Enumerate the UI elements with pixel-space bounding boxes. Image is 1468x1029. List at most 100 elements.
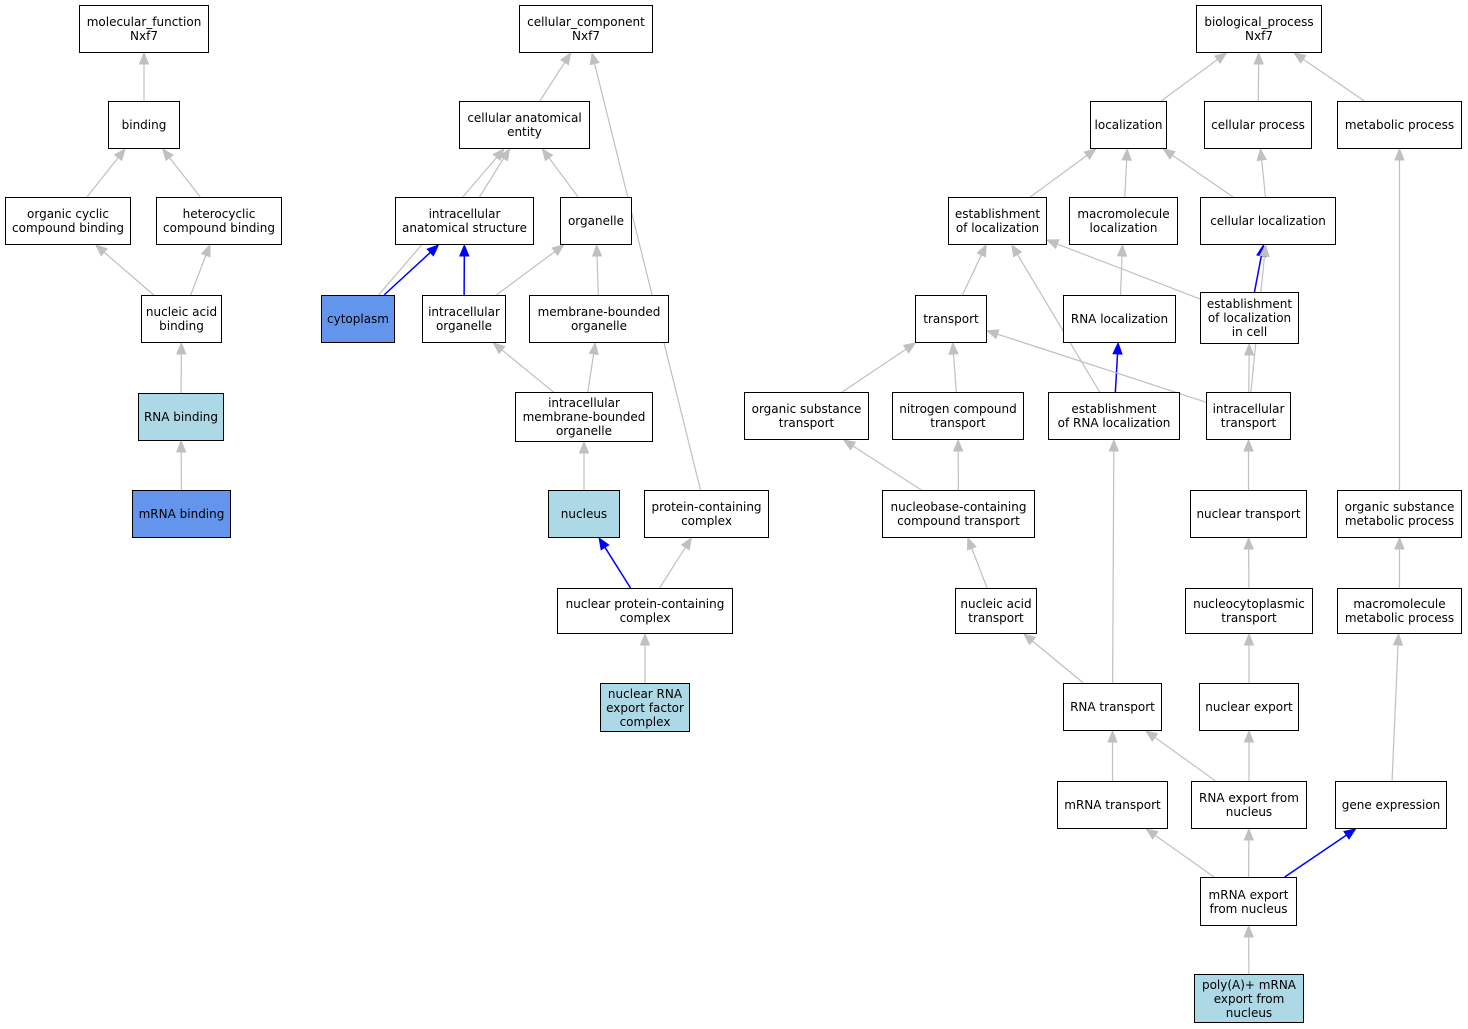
edge-cellular_process-to-bp_root — [1253, 51, 1264, 102]
edge-line — [852, 445, 922, 491]
edge-line — [190, 255, 207, 296]
node-protein-containing-complex[interactable]: protein-containing complex — [644, 490, 769, 538]
node-rna-localization[interactable]: RNA localization — [1063, 295, 1176, 343]
edge-heterocyclic-to-binding — [161, 147, 201, 198]
node-polya-mrna-export-from-nucleus[interactable]: poly(A)+ mRNA export from nucleus — [1194, 974, 1304, 1023]
edge-line — [604, 546, 632, 589]
edge-line — [1124, 159, 1128, 198]
node-macromolecule-metabolic-process[interactable]: macromolecule metabolic process — [1337, 588, 1462, 634]
node-macromolecule-localization[interactable]: macromolecule localization — [1069, 197, 1178, 245]
edge-line — [1391, 644, 1399, 782]
edge-arrowhead — [1243, 729, 1255, 743]
edge-intra_transport-to-est_loc_in_cell — [1243, 342, 1255, 393]
node-intracellular-anatomical-structure[interactable]: intracellular anatomical structure — [395, 197, 534, 245]
node-mrna-transport[interactable]: mRNA transport — [1057, 781, 1168, 829]
node-cellular-process[interactable]: cellular process — [1204, 101, 1312, 149]
edge-line — [169, 157, 201, 198]
node-gene-expression[interactable]: gene expression — [1335, 781, 1447, 829]
edge-gene_expression-to-macro_metabolic — [1391, 632, 1404, 782]
node-rna-export-from-nucleus[interactable]: RNA export from nucleus — [1191, 781, 1307, 829]
node-cytoplasm[interactable]: cytoplasm — [321, 295, 395, 343]
edge-arrowhead — [598, 536, 610, 551]
node-molecular-function-root[interactable]: molecular_function Nxf7 — [79, 5, 209, 53]
node-transport[interactable]: transport — [915, 295, 987, 343]
edge-rna_transport-to-nucleic_acid_transport — [1022, 633, 1084, 684]
node-establishment-of-localization[interactable]: establishment of localization — [948, 197, 1047, 245]
edge-arrowhead — [1083, 148, 1097, 161]
edge-arrowhead — [1108, 438, 1120, 452]
edge-arrowhead — [1259, 243, 1270, 257]
node-nuclear-rna-export-factor-complex[interactable]: nuclear RNA export factor complex — [600, 683, 690, 732]
edge-arrowhead — [588, 341, 599, 356]
node-nucleus[interactable]: nucleus — [548, 490, 620, 538]
edge-arrowhead — [578, 440, 590, 454]
edge-line — [1029, 155, 1088, 198]
edge-arrowhead — [560, 51, 572, 66]
edge-organelle-to-cell_anat — [541, 147, 579, 198]
node-rna-binding[interactable]: RNA binding — [138, 393, 224, 441]
edge-intra_organelle-to-organelle — [495, 244, 565, 296]
node-organic-substance-metabolic-process[interactable]: organic substance metabolic process — [1337, 490, 1462, 538]
edge-nucleic_acid_binding-to-heterocyclic — [190, 243, 211, 296]
edge-nucleus-to-intra_mem_organelle — [578, 440, 590, 490]
edge-line — [1057, 243, 1201, 300]
node-cellular-anatomical-entity[interactable]: cellular anatomical entity — [459, 101, 590, 149]
edge-rna_localization-to-macro_localization — [1116, 243, 1128, 296]
node-organic-cyclic-compound-binding[interactable]: organic cyclic compound binding — [5, 197, 131, 245]
edge-arrowhead — [591, 243, 603, 257]
edge-rna_export_nucleus-to-nuclear_export — [1243, 729, 1255, 781]
edge-nuc_protein_complex-to-nucleus — [598, 536, 632, 589]
edge-protein_complex-to-cc_root — [589, 51, 702, 491]
edge-arrowhead — [1343, 828, 1357, 840]
edge-line — [1016, 254, 1101, 393]
node-establishment-of-rna-localization[interactable]: establishment of RNA localization — [1048, 392, 1180, 440]
node-intracellular-transport[interactable]: intracellular transport — [1206, 392, 1291, 440]
node-cellular-localization[interactable]: cellular localization — [1200, 197, 1336, 245]
node-nitrogen-compound-transport[interactable]: nitrogen compound transport — [892, 392, 1024, 440]
node-intracellular-membrane-bounded-organelle[interactable]: intracellular membrane-bounded organelle — [515, 392, 653, 442]
edge-line — [1284, 834, 1347, 878]
edge-arrowhead — [967, 536, 977, 551]
edge-nucleobase_transport-to-org_sub_transport — [842, 439, 922, 491]
edge-arrowhead — [1243, 827, 1255, 841]
edge-arrowhead — [948, 341, 959, 355]
edge-arrowhead — [200, 243, 211, 258]
node-intracellular-organelle[interactable]: intracellular organelle — [422, 295, 506, 343]
node-binding[interactable]: binding — [108, 101, 180, 149]
node-organic-substance-transport[interactable]: organic substance transport — [744, 392, 869, 440]
edge-arrowhead — [492, 342, 506, 355]
node-nuclear-protein-containing-complex[interactable]: nuclear protein-containing complex — [557, 588, 733, 634]
edge-mrna_transport-to-rna_transport — [1107, 729, 1118, 781]
node-metabolic-process[interactable]: metabolic process — [1337, 101, 1462, 149]
node-membrane-bounded-organelle[interactable]: membrane-bounded organelle — [529, 295, 669, 343]
edge-arrowhead — [1112, 341, 1123, 355]
node-biological-process-root[interactable]: biological_process Nxf7 — [1196, 5, 1322, 53]
node-heterocyclic-compound-binding[interactable]: heterocyclic compound binding — [156, 197, 282, 245]
edge-nucleic_acid_transport-to-nucleobase_transport — [967, 536, 988, 589]
node-nucleobase-containing-compound-transport[interactable]: nucleobase-containing compound transport — [882, 490, 1035, 538]
node-localization[interactable]: localization — [1090, 101, 1167, 149]
edge-cytoplasm-to-intra_anat — [383, 244, 440, 296]
node-mrna-export-from-nucleus[interactable]: mRNA export from nucleus — [1200, 877, 1297, 926]
edge-rna_export_nucleus-to-rna_transport — [1144, 730, 1216, 782]
node-nucleocytoplasmic-transport[interactable]: nucleocytoplasmic transport — [1185, 588, 1313, 634]
node-nuclear-transport[interactable]: nuclear transport — [1190, 490, 1307, 538]
edge-arrowhead — [1243, 342, 1255, 356]
node-nucleic-acid-transport[interactable]: nucleic acid transport — [955, 588, 1037, 634]
edge-arrowhead — [1392, 632, 1404, 646]
node-establishment-of-localization-in-cell[interactable]: establishment of localization in cell — [1200, 292, 1299, 344]
edge-arrowhead — [94, 244, 108, 257]
node-cellular-component-root[interactable]: cellular_component Nxf7 — [519, 5, 653, 53]
edge-org_sub_transport-to-transport — [841, 342, 917, 393]
node-rna-transport[interactable]: RNA transport — [1063, 683, 1162, 731]
edge-mrna_export_nucleus-to-mrna_transport — [1145, 828, 1215, 878]
edge-line — [841, 348, 907, 393]
edge-arrowhead — [498, 147, 511, 162]
node-organelle[interactable]: organelle — [560, 197, 632, 245]
node-nucleic-acid-binding[interactable]: nucleic acid binding — [141, 295, 222, 343]
node-nuclear-export[interactable]: nuclear export — [1199, 683, 1299, 731]
edge-rna_transport-to-est_rna_localization — [1108, 438, 1120, 684]
edge-metabolic_process-to-bp_root — [1293, 52, 1365, 102]
node-mrna-binding[interactable]: mRNA binding — [132, 490, 231, 538]
edge-line — [971, 548, 988, 589]
